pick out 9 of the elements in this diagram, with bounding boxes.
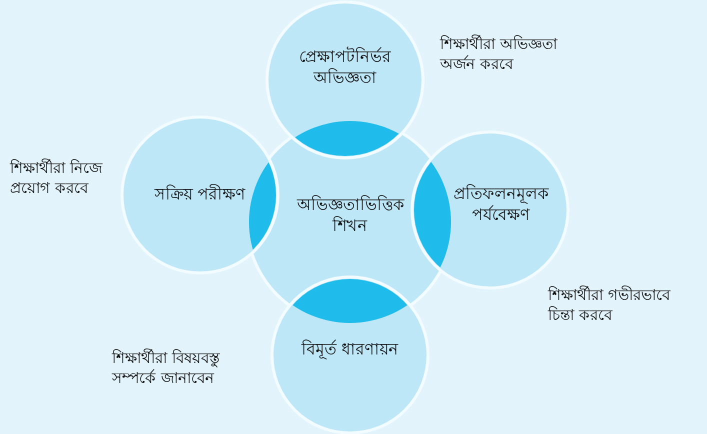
side-note: শিক্ষার্থীরা গভীরভাবে চিন্তা করবে bbox=[548, 285, 672, 326]
node-label: প্রেক্ষাপটনির্ভর অভিজ্ঞতা bbox=[298, 47, 392, 89]
side-note: শিক্ষার্থীরা অভিজ্ঞতা অর্জন করবে bbox=[440, 34, 558, 74]
side-note: শিক্ষার্থীরা নিজে প্রয়োগ করবে bbox=[10, 158, 104, 198]
node-label: বিমূর্ত ধারণায়ন bbox=[300, 340, 400, 360]
node-label: প্রতিফলনমূলক পর্যবেক্ষণ bbox=[452, 184, 550, 226]
node-label: অভিজ্ঞতাভিত্তিক শিখন bbox=[296, 195, 406, 237]
node-label: সক্রিয় পরীক্ষণ bbox=[153, 184, 247, 206]
side-note: শিক্ষার্থীরা বিষয়বস্তু সম্পর্কে জানাবেন bbox=[112, 348, 221, 388]
